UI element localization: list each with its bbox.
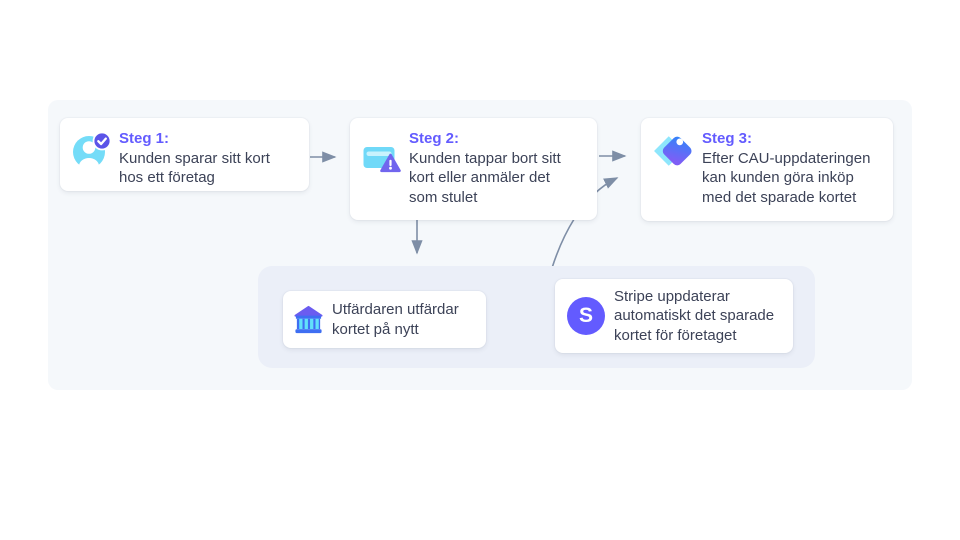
step3-text: Efter CAU-uppdateringen kan kunden göra … [702,149,871,206]
issuer-text: Utfärdaren utfärdar kortet på nytt [332,301,459,338]
stripe-text: Stripe uppdaterar automatiskt det sparad… [614,287,775,344]
step1-card: Steg 1: Kunden sparar sitt kort hos ett … [60,118,309,191]
issuer-card: Utfärdaren utfärdar kortet på nytt [283,291,486,348]
step2-title: Steg 2: [409,130,460,147]
step3-title: Steg 3: [702,130,753,147]
bank-icon [294,305,323,334]
step1-text: Kunden sparar sitt kort hos ett företag [119,149,270,187]
price-tag-icon [654,136,692,166]
step2-card: Steg 2: Kunden tappar bort sitt kort ell… [350,118,597,220]
step1-title: Steg 1: [119,130,170,147]
reissue-process-container: Utfärdaren utfärdar kortet på nytt S Str… [258,266,815,368]
stripe-logo-icon: S [567,297,605,335]
stripe-logo-letter: S [578,304,593,327]
step3-card: Steg 3: Efter CAU-uppdateringen kan kund… [641,118,893,221]
customer-check-icon [73,131,112,171]
step2-text: Kunden tappar bort sitt kort eller anmäl… [409,149,561,206]
diagram-container: Steg 1: Kunden sparar sitt kort hos ett … [48,100,912,390]
card-alert-icon [363,147,401,173]
stripe-card: S Stripe uppdaterar automatiskt det spar… [555,279,793,353]
